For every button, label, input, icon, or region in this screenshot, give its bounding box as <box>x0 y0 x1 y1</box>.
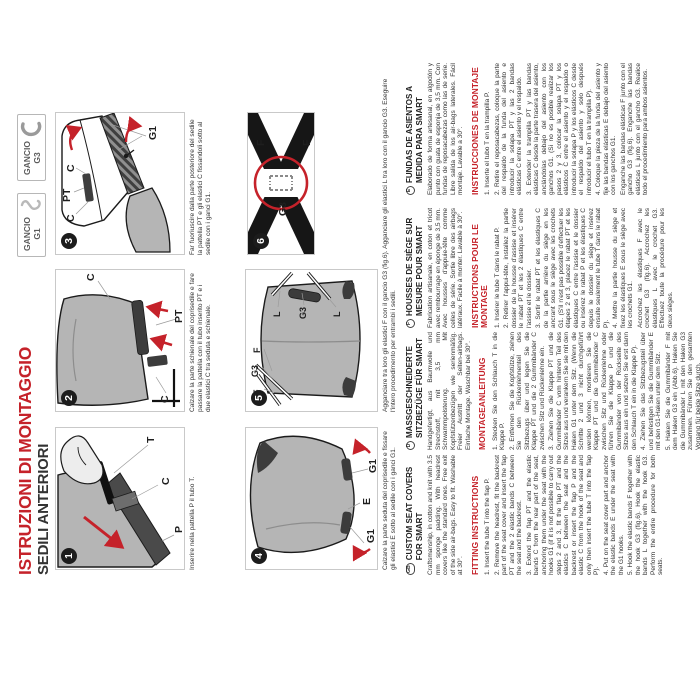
step: 4. Mettre la partie housse du siège et f… <box>612 208 634 328</box>
step: 1. Insert the tube T into the flap P. <box>484 478 491 575</box>
instruction-sheet: ISTRUZIONI DI MONTAGGIO SEDILI ANTERIORI… <box>14 0 700 640</box>
step: 2. Retirer l'appui-tête, installez la pa… <box>503 208 533 328</box>
step: Accrochez les élastiques F avec le croch… <box>636 208 674 328</box>
figure-3: C PT C G1 3 <box>55 112 185 255</box>
column-spanish-intro: Elaborado de forma artesanal, en algodón… <box>427 63 464 195</box>
column-german-intro: Handgefertigt, aus Baumwolle und Strechs… <box>427 332 472 450</box>
svg-text:G3: G3 <box>250 365 260 377</box>
step: 1. Insérer le tube T dans le rabat P. <box>493 227 501 328</box>
step: 3. Extend the flap PT and the elastic ba… <box>525 455 601 575</box>
figure-3-illustration: C PT C G1 <box>61 112 171 253</box>
step: 3. Extender la trampilla PT y las bandas… <box>525 63 593 195</box>
svg-text:F: F <box>301 139 313 146</box>
hook-g3-code: G3 <box>31 152 42 164</box>
step: 5. Haken Sie die Gummibänder F mit dem H… <box>664 332 700 450</box>
column-spanish-heading: FUNDAS DE ASIENTOS A MEDIDA PARA SMART <box>405 86 424 183</box>
step: 2. Retire el reposacabezas, coloque la p… <box>493 63 524 195</box>
legend-hook-g1: GANCIO G1 <box>17 193 46 257</box>
figure-6-illustration: G3 F F <box>248 113 314 254</box>
figure-3-caption: Far fuoriuscire dalla parte posteriore d… <box>189 119 212 255</box>
figure-5-illustration: F G3 F L G3 L <box>250 271 361 407</box>
step: 2. Remove the headrest, fit the backrest… <box>493 455 524 575</box>
svg-text:G3: G3 <box>298 307 308 319</box>
svg-text:F: F <box>255 139 267 146</box>
column-english-heading: CUSTOM SEAT COVERS FOR SMART <box>405 466 424 561</box>
figure-4-illustration: G1 E G1 <box>249 435 379 562</box>
step: 5. Hook the elastic bands F together wit… <box>627 455 664 575</box>
column-spanish-section: INSTRUCCIONES DE MONTAJE <box>469 67 480 195</box>
figure-1: T C P 1 <box>55 427 185 570</box>
figure-6-number: 6 <box>253 233 269 249</box>
figure-3-number: 3 <box>61 233 77 249</box>
column-english: GB CUSTOM SEAT COVERS FOR SMART Craftsma… <box>405 455 667 575</box>
s-hook-icon <box>20 199 41 210</box>
hook-g3-label: GANCIO <box>21 141 32 175</box>
page-title-line1: ISTRUZIONI DI MONTAGGIO <box>15 346 35 575</box>
column-french-section: INSTRUCTIONS POUR LE MONTAGE <box>469 224 490 328</box>
figure-5: F G3 F L G3 L 5 <box>245 269 378 412</box>
step: 3. Ziehen Sie die Klappe PT und die Gumm… <box>548 332 638 450</box>
column-german-heading: MASSGESCHNEIDERTE SITZBEZÜGE FÜR SMART <box>405 338 424 438</box>
step: 4. Put on the seat cover part and anchor… <box>602 455 625 575</box>
svg-text:P: P <box>173 526 184 533</box>
column-german: D MASSGESCHNEIDERTE SITZBEZÜGE FÜR SMART… <box>405 332 700 450</box>
column-german-section: MONTAGEANLEITUNG <box>477 357 487 450</box>
hook-g1-label: GANCIO <box>21 217 32 251</box>
column-english-intro: Craftsmanship, in cotton and knit with 3… <box>427 455 464 575</box>
step: 1. Stecken Sie den Schlauch T in die Kla… <box>491 332 507 450</box>
svg-text:L: L <box>272 311 282 317</box>
svg-text:E: E <box>361 498 373 505</box>
svg-text:PT: PT <box>173 309 184 323</box>
language-badge-f: F <box>405 319 415 328</box>
column-english-section: FITTING INSTRUCTIONS <box>469 475 480 575</box>
figure-1-number: 1 <box>61 548 77 564</box>
svg-text:C: C <box>160 477 172 485</box>
step: 4. Ziehen Sie das Sitzbezugsteil über un… <box>640 332 662 450</box>
svg-text:C: C <box>159 395 171 403</box>
svg-text:L: L <box>332 311 342 317</box>
figure-4-number: 4 <box>251 548 267 564</box>
page-title-line2: SEDILI ANTERIORI <box>35 443 52 575</box>
figure-4-caption: Calzare la parte seduta del coprisedile … <box>382 431 397 570</box>
column-french-heading: HOUSSES DE SIÈGE SUR MESURE POUR SMART <box>405 217 424 316</box>
figure-2-number: 2 <box>61 390 77 406</box>
figure-1-illustration: T C P <box>57 435 185 568</box>
svg-text:C: C <box>85 273 97 281</box>
step: Enganche las bandas elásticas F junto co… <box>619 63 650 195</box>
language-badge-gb: GB <box>405 563 415 575</box>
column-french: F HOUSSES DE SIÈGE SUR MESURE POUR SMART… <box>405 208 676 328</box>
step: 3. Sortir le rabat PT et les élastiques … <box>535 208 610 328</box>
language-badge-d: D <box>405 441 415 450</box>
svg-text:F: F <box>252 347 262 353</box>
svg-text:G1: G1 <box>147 126 159 140</box>
svg-text:PT: PT <box>61 188 73 202</box>
step: 1. Inserte el tubo T en la trampilla P. <box>484 91 491 195</box>
svg-text:C: C <box>65 164 77 172</box>
svg-text:C: C <box>65 214 77 222</box>
page-title: ISTRUZIONI DI MONTAGGIO SEDILI ANTERIORI <box>15 255 53 575</box>
figure-6: G3 F F 6 <box>247 112 315 255</box>
step: 2. Entfernen Sie die Kopfstütze, ziehen … <box>508 332 546 450</box>
figure-5-6-caption: Agganciare tra loro gli elastici F con i… <box>382 78 397 412</box>
figure-2: C PT C 2 <box>55 269 185 412</box>
legend-hook-g3: GANCIO G3 <box>17 114 46 181</box>
hook-g1-code: G1 <box>31 228 42 240</box>
c-hook-icon <box>20 121 42 137</box>
svg-text:T: T <box>145 436 157 443</box>
figure-4: G1 E G1 4 <box>245 427 379 570</box>
figure-1-caption: Inserire nella pattella P il tubo T. <box>189 476 196 570</box>
svg-text:G3: G3 <box>277 202 289 216</box>
step: 4. Coloque la pieza de la funda del asie… <box>595 63 617 195</box>
figure-2-illustration: C PT C <box>56 273 185 407</box>
column-spanish: E FUNDAS DE ASIENTOS A MEDIDA PARA SMART… <box>405 63 652 195</box>
svg-text:G1: G1 <box>367 459 377 473</box>
column-french-intro: Fabrication artisanale, en coton et tric… <box>427 208 464 328</box>
svg-text:G1: G1 <box>365 529 377 543</box>
figure-2-caption: Calzare la parte schienale del coprisedi… <box>189 273 212 412</box>
language-badge-e: E <box>405 186 415 195</box>
figure-5-number: 5 <box>251 390 267 406</box>
